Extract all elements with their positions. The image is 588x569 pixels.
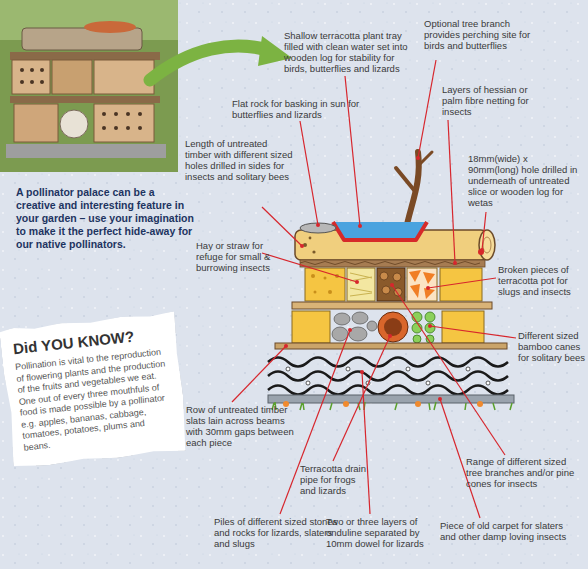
callout-label: Hay or straw for refuge for small & burr…: [196, 240, 290, 273]
log-holes: [303, 237, 316, 254]
weta-hole: [478, 249, 484, 255]
callout-label: Shallow terracotta plant tray filled wit…: [284, 30, 420, 74]
flat-rock: [300, 223, 336, 233]
tree-branch: [396, 152, 432, 234]
hay-block: [347, 268, 375, 301]
bamboo-canes: [412, 312, 435, 343]
dowels: [286, 367, 490, 385]
photo-block: [52, 60, 92, 94]
terracotta-pieces: [409, 270, 435, 299]
photo-onduline: [6, 144, 166, 158]
terracotta-block: [407, 268, 437, 301]
leader-lines: [232, 60, 516, 518]
block-holes: [311, 274, 339, 294]
pointer-arrow: [150, 46, 268, 80]
leader-dots: [284, 156, 484, 401]
photo-block: [12, 60, 50, 94]
drain-pipe: [378, 312, 408, 342]
callout-label: 18mm(wide) x 90mm(long) hole drilled in …: [468, 153, 578, 208]
photo-plank: [10, 52, 160, 60]
callout-label: Layers of hessian or palm fibre netting …: [442, 84, 547, 117]
log-ring: [483, 237, 491, 253]
timber-block: [442, 311, 484, 343]
timber-slats: [275, 343, 507, 349]
photo-block: [14, 104, 58, 142]
hay-strands: [350, 273, 372, 296]
onduline: [268, 358, 508, 395]
callout-label: Different sized bamboo canes for solitar…: [518, 330, 586, 363]
callout-label: Length of untreated timber with differen…: [185, 138, 295, 182]
callout-label: Piece of old carpet for slaters and othe…: [440, 520, 574, 542]
note-body: Pollination is vital to the reproduction…: [15, 346, 176, 453]
timber-block: [440, 268, 482, 301]
callout-label: Broken pieces of terracotta pot for slug…: [498, 264, 586, 297]
photo-plank: [10, 96, 160, 103]
photo-block: [94, 104, 154, 142]
photo-holes: [20, 68, 142, 130]
cones-block: [377, 268, 405, 301]
callout-label: Piles of different sized stones and rock…: [214, 516, 340, 549]
flowers: [283, 401, 483, 407]
stones: [332, 312, 377, 341]
plank: [292, 302, 492, 309]
timber-block: [305, 268, 345, 301]
callout-label: Two or three layers of onduline separate…: [326, 516, 426, 549]
note-card: Did YOU KNOW?Pollination is vital to the…: [0, 311, 189, 469]
callout-label: Optional tree branch provides perching s…: [424, 18, 539, 51]
drain-pipe-inside: [384, 318, 402, 336]
water-tray: [333, 222, 427, 240]
callout-label: Terracotta drain pipe for frogs and liza…: [300, 463, 372, 496]
carpet: [268, 395, 514, 403]
hessian-weave: [300, 262, 480, 265]
log-end: [479, 230, 495, 260]
callout-label: Row of untreated timber slats lain acros…: [186, 404, 298, 448]
timber-block: [292, 311, 330, 343]
photo-pipe: [60, 110, 88, 138]
photo-tray: [84, 21, 136, 33]
pine-cones: [380, 272, 402, 296]
hessian-layer: [300, 260, 485, 267]
grass: [272, 402, 512, 410]
callout-label: Flat rock for basking in sun for butterf…: [232, 98, 362, 120]
callout-label: Range of different sized tree branches a…: [466, 456, 584, 489]
intro-text: A pollinator palace can be a creative an…: [16, 186, 194, 251]
